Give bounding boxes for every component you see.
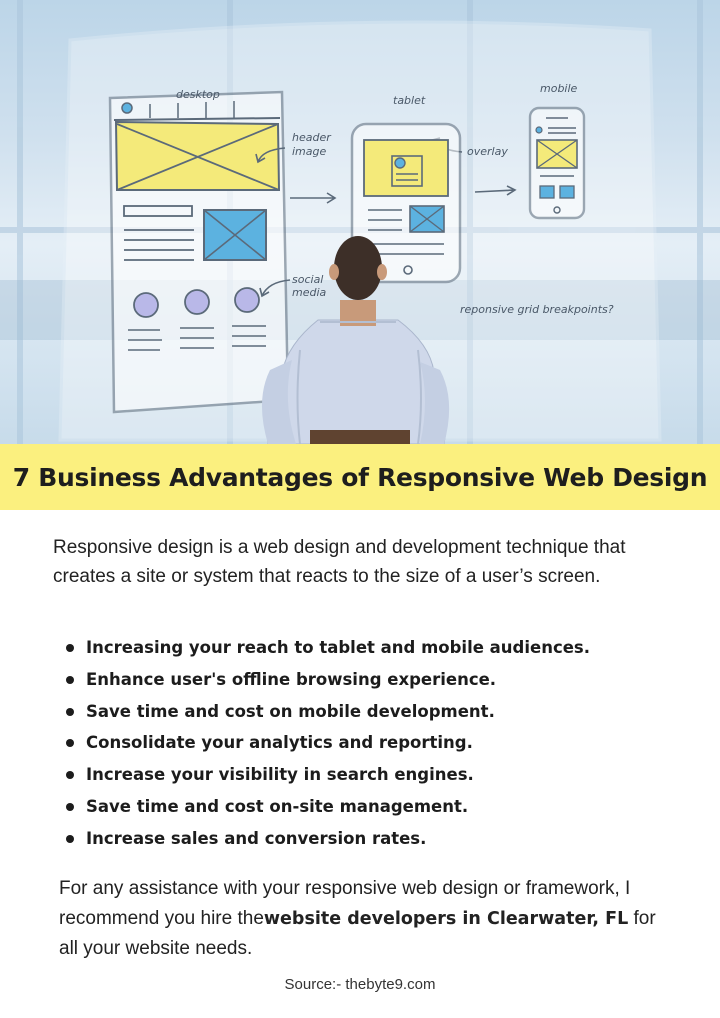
list-item: Enhance user's offline browsing experien… [66, 664, 706, 696]
benefit-text: Increase your visibility in search engin… [86, 765, 474, 785]
list-item: Save time and cost on mobile development… [66, 696, 706, 728]
list-item: Increasing your reach to tablet and mobi… [66, 632, 706, 664]
wireframe-scene: desktop tablet mobile header image overl… [0, 0, 720, 444]
benefit-text: Consolidate your analytics and reporting… [86, 733, 473, 753]
title-band: 7 Business Advantages of Responsive Web … [0, 444, 720, 510]
mobile-wireframe [528, 106, 586, 220]
man-figure [261, 236, 450, 444]
bullet-icon [66, 644, 74, 652]
page-title: 7 Business Advantages of Responsive Web … [12, 462, 708, 492]
label-header: header [292, 131, 332, 144]
bullet-icon [66, 802, 74, 811]
label-media: media [292, 286, 327, 299]
label-overlay: overlay [467, 145, 508, 158]
bullet-icon [66, 834, 74, 843]
benefit-text: Save time and cost on mobile development… [86, 701, 495, 721]
label-image: image [292, 145, 326, 158]
label-breakpoints: reponsive grid breakpoints? [460, 303, 614, 316]
list-item: Increase sales and conversion rates. [66, 823, 706, 855]
benefit-text: Increase sales and conversion rates. [86, 828, 427, 848]
label-social: social [292, 273, 323, 286]
label-tablet: tablet [393, 94, 426, 107]
intro-paragraph: Responsive design is a web design and de… [53, 537, 626, 587]
closing-text: For any assistance with your responsive … [59, 878, 631, 929]
closing-paragraph: For any assistance with your responsive … [59, 874, 679, 964]
label-mobile: mobile [540, 82, 578, 95]
closing-text-end: for all your website needs. [59, 908, 656, 959]
hero-illustration: desktop tablet mobile header image overl… [0, 0, 720, 444]
list-item: Save time and cost on-site management. [66, 791, 706, 823]
benefit-text: Increasing your reach to tablet and mobi… [86, 638, 591, 657]
bullet-icon [66, 675, 74, 684]
source-credit: Source:- thebyte9.com [284, 976, 436, 993]
desktop-wireframe [108, 90, 290, 414]
benefit-text: Save time and cost on-site management. [86, 796, 469, 816]
bullet-icon [66, 707, 74, 716]
bullet-icon [66, 771, 74, 780]
developers-link[interactable]: website developers in Clearwater, FL [263, 909, 629, 929]
list-item: Increase your visibility in search engin… [66, 759, 706, 791]
bullet-icon [66, 739, 74, 748]
list-item: Consolidate your analytics and reporting… [66, 727, 706, 759]
tablet-wireframe [350, 122, 462, 284]
benefits-list: Increasing your reach to tablet and mobi… [66, 632, 706, 855]
label-desktop: desktop [176, 88, 220, 101]
benefit-text: Enhance user's offline browsing experien… [86, 669, 497, 689]
